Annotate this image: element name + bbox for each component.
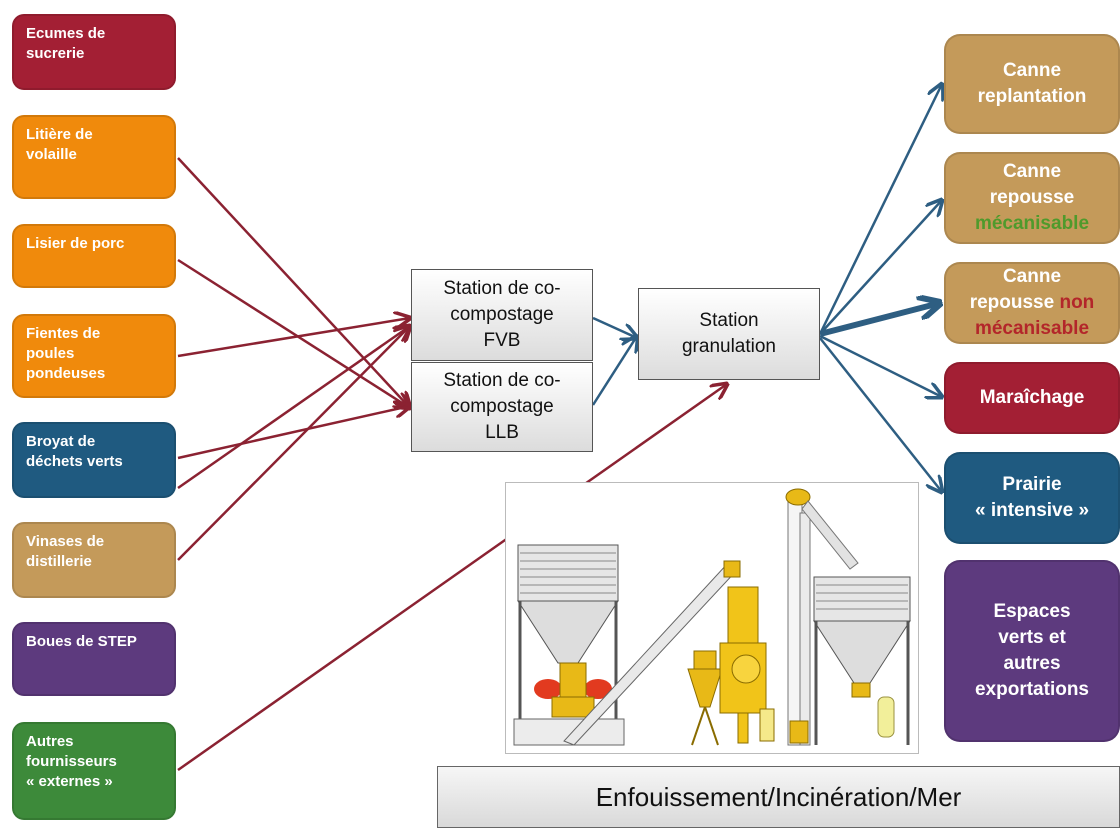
arrow-gran-prairie bbox=[819, 337, 942, 492]
arrow-gran-mecanisable bbox=[819, 200, 942, 335]
arrow-broyat-llb bbox=[177, 406, 410, 460]
source-label: Litière de volaille bbox=[26, 126, 93, 163]
dest-replantation: Canne replantation bbox=[944, 34, 1120, 134]
source-litiere: Litière de volaille bbox=[12, 115, 176, 199]
source-lisier: Lisier de porc bbox=[12, 224, 176, 288]
station-llb: Station de co- compostage LLB bbox=[411, 362, 593, 452]
dest-line: Prairie bbox=[1002, 474, 1062, 495]
arrow-lisier-llb bbox=[177, 258, 410, 408]
dest-line: exportations bbox=[974, 679, 1090, 700]
source-boues: Boues de STEP bbox=[12, 622, 176, 696]
arrow-vinases-fvb bbox=[177, 326, 410, 561]
station-fvb: Station de co- compostage FVB bbox=[411, 269, 593, 361]
dest-espaces: Espaces verts et autres exportations bbox=[944, 560, 1120, 742]
dest-line: Espaces bbox=[993, 601, 1071, 622]
dest-non-mecanisable: Canne repousse non mécanisable bbox=[944, 262, 1120, 344]
arrow-broyat-fvb bbox=[177, 326, 410, 490]
station-granulation: Station granulation bbox=[638, 288, 820, 380]
source-autres: Autres fournisseurs « externes » bbox=[12, 722, 176, 820]
arrow-fientes-fvb bbox=[177, 318, 410, 358]
source-fientes: Fientes de poules pondeuses bbox=[12, 314, 176, 398]
source-label: Ecumes de sucrerie bbox=[26, 25, 106, 62]
dest-maraichage: Maraîchage bbox=[944, 362, 1120, 434]
dest-line: repousse bbox=[989, 187, 1075, 208]
source-label: Boues de STEP bbox=[26, 633, 137, 650]
dest-line: autres bbox=[1003, 653, 1061, 674]
dest-line: Canne bbox=[1002, 60, 1062, 81]
dest-line: replantation bbox=[977, 86, 1087, 107]
source-label: Autres fournisseurs « externes » bbox=[26, 733, 117, 790]
source-ecumes: Ecumes de sucrerie bbox=[12, 14, 176, 90]
dest-prairie: Prairie « intensive » bbox=[944, 452, 1120, 544]
arrow-autres-granulation bbox=[177, 384, 727, 772]
dest-accent: mécanisable bbox=[974, 213, 1090, 234]
dest-accent: non bbox=[1059, 292, 1095, 313]
arrow-gran-replantation bbox=[818, 84, 942, 335]
source-vinases: Vinases de distillerie bbox=[12, 522, 176, 598]
bottom-enfouissement: Enfouissement/Incinération/Mer bbox=[437, 766, 1120, 828]
dest-line: Maraîchage bbox=[979, 387, 1085, 408]
source-label: Lisier de porc bbox=[26, 235, 125, 252]
source-broyat: Broyat de déchets verts bbox=[12, 422, 176, 498]
dest-line: Canne bbox=[1002, 161, 1062, 182]
arrow-fvb-granulation bbox=[592, 316, 637, 338]
source-label: Vinases de distillerie bbox=[26, 533, 105, 570]
source-label: Fientes de poules pondeuses bbox=[26, 325, 106, 382]
dest-accent: mécanisable bbox=[974, 318, 1090, 339]
arrow-llb-granulation bbox=[591, 336, 637, 406]
dest-mecanisable: Canne repousse mécanisable bbox=[944, 152, 1120, 244]
source-label: Broyat de déchets verts bbox=[26, 433, 123, 470]
granulation-machine-illustration bbox=[505, 482, 919, 754]
machine-drawing bbox=[513, 488, 911, 746]
dest-line-a: repousse bbox=[969, 292, 1060, 313]
dest-line: « intensive » bbox=[974, 500, 1090, 521]
dest-line: Canne bbox=[1002, 266, 1062, 287]
dest-line-2: repousse non bbox=[970, 290, 1095, 316]
arrow-gran-maraichage bbox=[819, 334, 942, 397]
dest-line: verts et bbox=[998, 627, 1066, 648]
arrow-gran-non-mecanisable bbox=[819, 303, 940, 337]
